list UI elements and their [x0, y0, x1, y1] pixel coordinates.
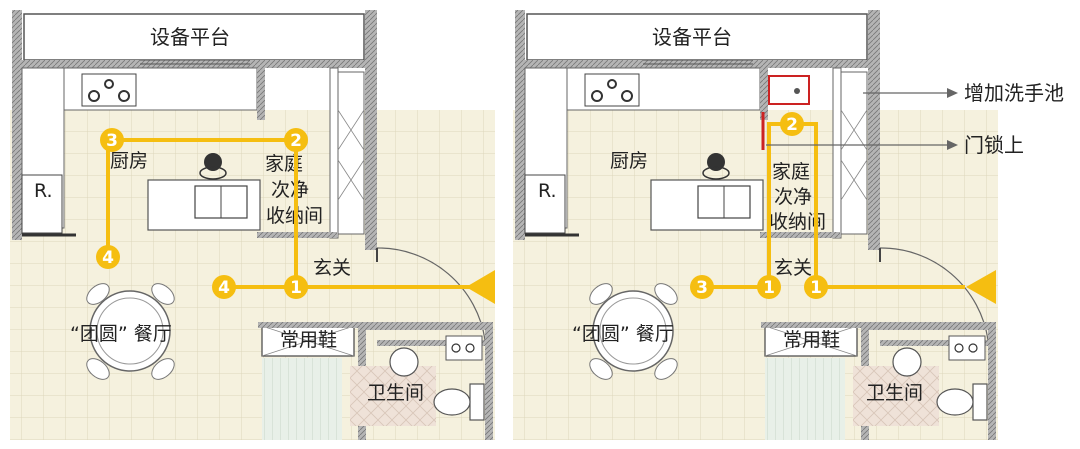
svg-text:4: 4: [218, 278, 230, 298]
room-label-storage-line2: 次净: [774, 186, 812, 208]
route-marker-1b: 1: [804, 275, 828, 299]
svg-text:4: 4: [102, 248, 114, 268]
room-label-shoes: 常用鞋: [783, 329, 840, 351]
plan-left: 设备平台 厨房 家庭 次净 收纳间 玄关 “团圆” 餐厅 常用鞋 卫生间 R. …: [8, 8, 497, 442]
room-label-bathroom: 卫生间: [367, 382, 424, 404]
plan-right: 设备平台 厨房 家庭 次净 收纳间 玄关 “团圆” 餐厅 常用鞋 卫生间 R. …: [511, 8, 1064, 442]
room-label-dining: “团圆” 餐厅: [572, 323, 674, 345]
fridge-label: R.: [34, 180, 53, 202]
route-marker-1a: 1: [757, 275, 781, 299]
arrow-head-left: [466, 270, 495, 304]
svg-text:1: 1: [763, 278, 775, 298]
svg-text:2: 2: [290, 131, 302, 151]
svg-text:3: 3: [696, 278, 708, 298]
arrow-head-right: [966, 270, 996, 304]
room-label-equipment-platform: 设备平台: [652, 25, 732, 49]
annotation-door-lock: 门锁上: [766, 133, 1024, 157]
room-label-storage-line1: 家庭: [265, 153, 303, 175]
route-marker-2: 2: [284, 128, 308, 152]
svg-text:增加洗手池: 增加洗手池: [964, 81, 1064, 105]
svg-text:1: 1: [810, 278, 822, 298]
fridge-label: R.: [538, 180, 557, 202]
route-right: [702, 122, 965, 289]
room-label-equipment-platform: 设备平台: [150, 25, 230, 49]
room-label-bathroom: 卫生间: [866, 382, 923, 404]
room-label-shoes: 常用鞋: [280, 329, 337, 351]
room-label-storage-line3: 收纳间: [769, 211, 826, 233]
route-left: [106, 138, 470, 289]
room-label-storage-line2: 次净: [271, 179, 309, 201]
route-marker-4a: 4: [96, 245, 120, 269]
route-marker-1: 1: [284, 275, 308, 299]
svg-text:门锁上: 门锁上: [964, 133, 1024, 157]
route-marker-2: 2: [780, 112, 804, 136]
route-marker-4b: 4: [212, 275, 236, 299]
svg-text:1: 1: [290, 278, 302, 298]
room-label-entrance: 玄关: [313, 257, 351, 279]
route-marker-3: 3: [100, 128, 124, 152]
svg-text:2: 2: [786, 115, 798, 135]
room-label-entrance: 玄关: [774, 257, 812, 279]
route-marker-3: 3: [690, 275, 714, 299]
room-label-kitchen: 厨房: [110, 150, 148, 172]
svg-text:3: 3: [106, 131, 118, 151]
room-label-dining: “团圆” 餐厅: [70, 323, 172, 345]
room-label-storage-line1: 家庭: [772, 161, 810, 183]
annotation-add-sink: 增加洗手池: [863, 81, 1064, 105]
added-sink-box: [768, 75, 810, 105]
room-label-kitchen: 厨房: [610, 150, 648, 172]
